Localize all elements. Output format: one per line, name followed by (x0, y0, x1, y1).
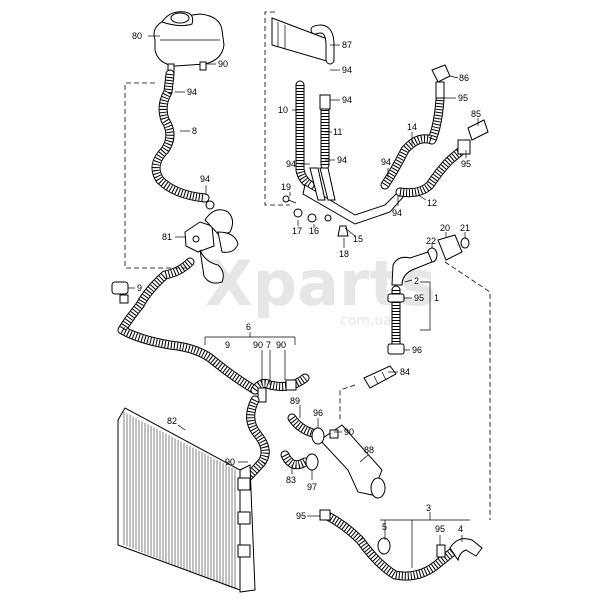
callout-87: 87 (342, 40, 352, 50)
callout-95: 95 (461, 159, 471, 169)
callout-22: 22 (426, 236, 436, 246)
callout-94: 94 (337, 155, 347, 165)
callout-96: 96 (412, 345, 422, 355)
thermostat-housing (184, 200, 239, 284)
callout-94: 94 (342, 65, 352, 75)
callout-95: 95 (296, 511, 306, 521)
callout-90: 90 (218, 59, 228, 69)
flange-20 (437, 234, 463, 261)
connection-lines (124, 11, 491, 520)
bracket-84 (363, 365, 397, 389)
hose-14 (380, 95, 445, 190)
hose-89 (287, 413, 321, 439)
callout-88: 88 (364, 445, 374, 455)
hose-12 (395, 145, 467, 198)
clamp-95-lower (436, 544, 446, 558)
hose-1 (387, 285, 405, 355)
callout-15: 15 (353, 234, 363, 244)
callout-8: 8 (192, 126, 197, 136)
hose-to-radiator (240, 395, 270, 485)
hose-10 (295, 80, 315, 190)
callout-4: 4 (458, 524, 463, 534)
hose-9-upper (117, 257, 260, 395)
callout-85: 85 (471, 109, 481, 119)
callout-89: 89 (290, 396, 300, 406)
callout-17: 17 (292, 226, 302, 236)
callout-7: 7 (266, 340, 271, 350)
callout-10: 10 (278, 105, 288, 115)
callout-80: 80 (132, 31, 142, 41)
callout-14: 14 (407, 122, 417, 132)
elbow-2 (391, 251, 433, 286)
callout-20: 20 (440, 223, 450, 233)
callout-94: 94 (187, 87, 197, 97)
callout-96: 96 (313, 408, 323, 418)
callout-16: 16 (309, 226, 319, 236)
callout-95: 95 (435, 524, 445, 534)
callout-81: 81 (162, 232, 172, 242)
hose-11 (319, 94, 331, 170)
callout-83: 83 (286, 475, 296, 485)
radiator (117, 407, 256, 593)
callout-9: 9 (225, 340, 230, 350)
callout-19: 19 (281, 182, 291, 192)
clamp-97 (305, 453, 319, 471)
callout-6: 6 (246, 322, 251, 332)
seal-21 (460, 237, 470, 249)
leader-lines (128, 35, 479, 568)
callout-94: 94 (286, 159, 296, 169)
callout-9: 9 (137, 283, 142, 293)
clamp-9-left (111, 281, 129, 304)
callout-11: 11 (333, 127, 342, 137)
callout-3: 3 (426, 503, 431, 513)
callout-18: 18 (339, 249, 349, 259)
callout-2: 2 (414, 276, 419, 286)
callout-95: 95 (414, 293, 424, 303)
expansion-tank (153, 11, 225, 75)
clamp-5 (377, 537, 391, 555)
callout-90: 90 (276, 340, 286, 350)
callout-94: 94 (342, 95, 352, 105)
callout-5: 5 (382, 522, 387, 532)
pipe-88 (319, 424, 386, 499)
callout-84: 84 (400, 367, 410, 377)
callout-90: 90 (253, 340, 263, 350)
callout-97: 97 (307, 482, 317, 492)
fitting-86 (431, 64, 451, 99)
hose-8 (151, 69, 210, 203)
callout-86: 86 (459, 73, 469, 83)
callout-12: 12 (427, 198, 437, 208)
callout-95: 95 (458, 93, 468, 103)
watermark-domain: com.ua (340, 313, 392, 329)
hose-83 (280, 450, 310, 470)
callout-21: 21 (460, 223, 470, 233)
elbow-4 (449, 538, 483, 562)
hose-3 (319, 509, 460, 581)
callout-90: 90 (344, 427, 354, 437)
fitting-85 (457, 119, 489, 155)
callout-82: 82 (167, 416, 177, 426)
callout-1: 1 (434, 293, 439, 303)
callout-94: 94 (392, 208, 402, 218)
callout-labels: 80 90 94 8 94 81 9 6 9 90 7 90 82 89 96 … (132, 31, 481, 534)
clamp-96-lower (311, 427, 325, 445)
callout-94: 94 (200, 174, 210, 184)
callout-90: 90 (225, 457, 235, 467)
callout-94: 94 (381, 157, 391, 167)
